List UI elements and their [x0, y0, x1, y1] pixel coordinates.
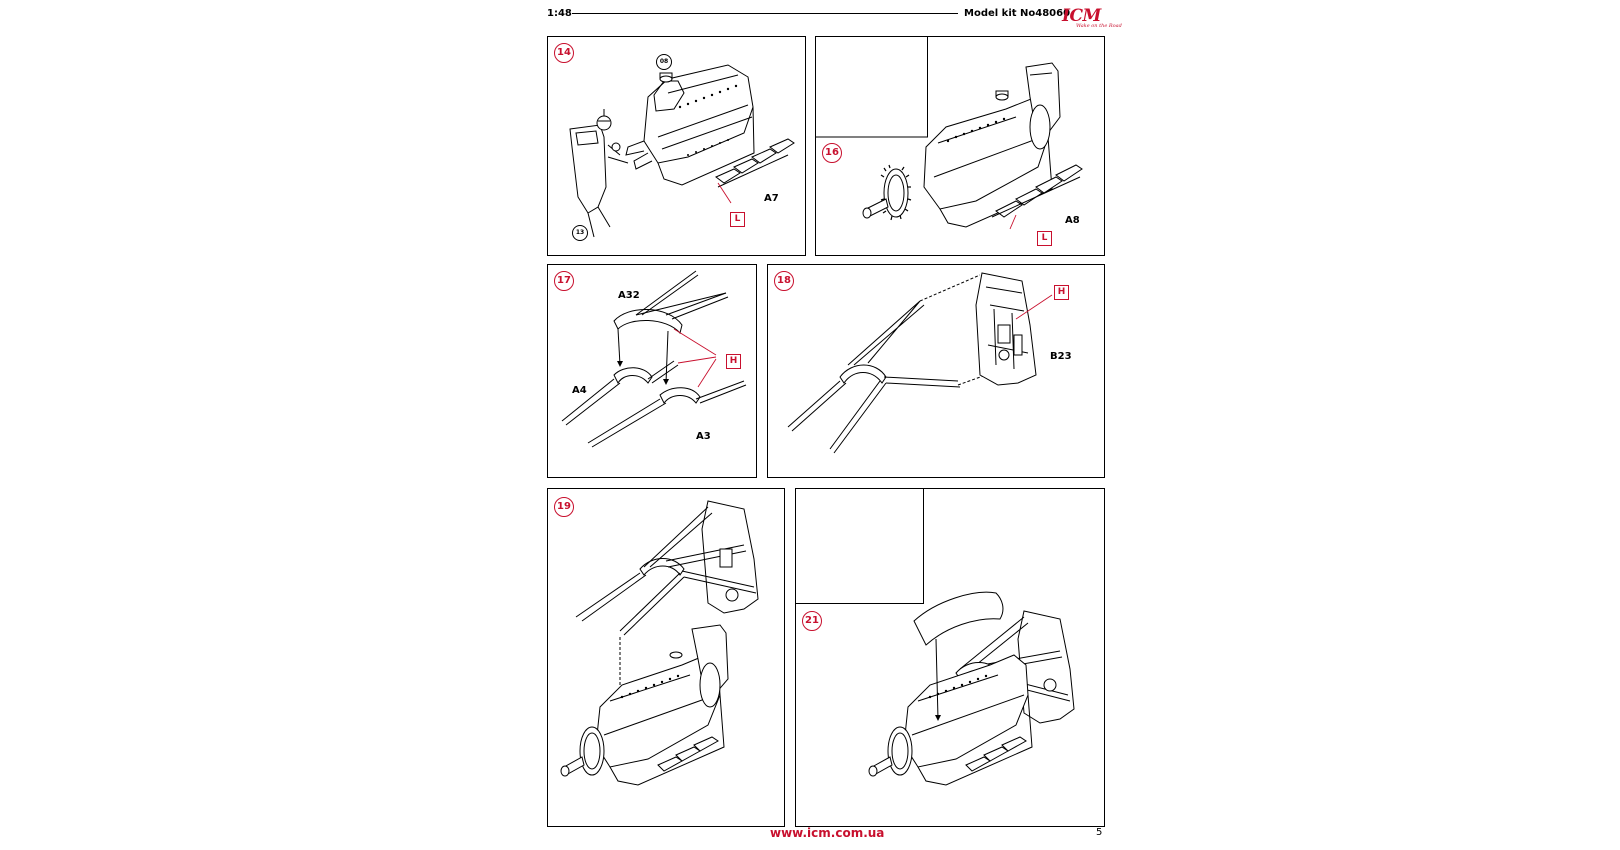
- step-15-panel: 15 D A22 A21: [815, 36, 928, 137]
- step-16-paint-l: L: [1037, 231, 1052, 246]
- step-17-label-a4: A4: [572, 385, 587, 396]
- step-20-panel: 20 A17 S A15: [795, 488, 924, 604]
- step-17-drawing: [561, 270, 747, 448]
- step-18-number: 18: [774, 271, 794, 291]
- model-kit-label: Model kit No48060: [964, 8, 1071, 19]
- step-14-panel: 14 08 13 A7 L: [547, 36, 806, 256]
- step-18-drawing: [787, 272, 1053, 454]
- page-number: 5: [1096, 827, 1103, 838]
- step-20-label-a15: A15: [890, 587, 912, 598]
- step-15-label-a21: A21: [872, 121, 894, 132]
- header-rule: [572, 13, 958, 14]
- step-16-number: 16: [822, 143, 842, 163]
- step-14-drawing: [569, 64, 795, 238]
- step-14-ref-08: 08: [656, 54, 672, 70]
- step-15-paint-d: D: [858, 45, 873, 60]
- step-20-label-a17: A17: [880, 499, 902, 510]
- step-19-number: 19: [554, 497, 574, 517]
- step-15-label-a22: A22: [898, 104, 920, 115]
- logo-subtitle: Wake on the Road: [1076, 23, 1122, 29]
- step-21-number: 21: [802, 611, 822, 631]
- step-15-number: 15: [822, 43, 842, 63]
- logo-text: ICM: [1062, 6, 1101, 26]
- step-16-label-a8: A8: [1065, 215, 1080, 226]
- step-17-panel: 17 A32 A4 A3 H: [547, 264, 757, 478]
- step-17-number: 17: [554, 271, 574, 291]
- step-14-number: 14: [554, 43, 574, 63]
- step-14-label-a7: A7: [764, 193, 779, 204]
- step-19-drawing: [560, 500, 759, 786]
- icm-logo: ICM Wake on the Road: [1062, 6, 1122, 30]
- step-20-number: 20: [802, 495, 822, 515]
- step-14-ref-13: 13: [572, 225, 588, 241]
- step-17-paint-h: H: [726, 354, 741, 369]
- scale-label: 1:48: [547, 8, 572, 19]
- step-17-label-a32: A32: [618, 290, 640, 301]
- step-18-paint-h: H: [1054, 285, 1069, 300]
- step-17-label-a3: A3: [696, 431, 711, 442]
- step-18-label-b23: B23: [1050, 351, 1072, 362]
- step-19-panel: 19: [547, 488, 785, 827]
- footer-url: www.icm.com.ua: [770, 826, 885, 840]
- step-20-paint-s: S: [802, 579, 817, 594]
- step-14-paint-l: L: [730, 212, 745, 227]
- step-18-panel: 18 H B23: [767, 264, 1105, 478]
